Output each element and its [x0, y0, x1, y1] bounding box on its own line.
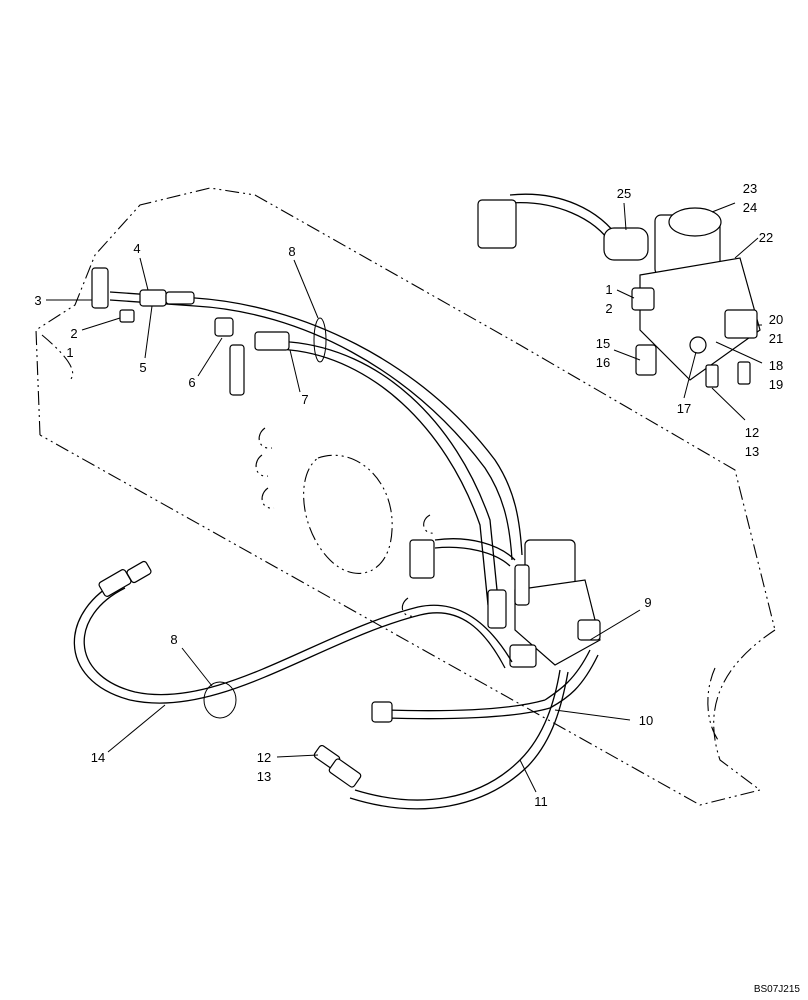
- callout-c13a: 13: [745, 444, 759, 459]
- elbow-pipe: [229, 344, 245, 396]
- callout-labels: 1 2 3 4 5 6 7 8 8 9 10 11 12 13 12 13 14…: [34, 181, 783, 809]
- leader-lines: [46, 202, 763, 793]
- hose-end-10: [371, 701, 393, 723]
- callout-c21: 21: [769, 331, 783, 346]
- callout-c18: 18: [769, 358, 783, 373]
- callout-c1b: 1: [605, 282, 612, 297]
- plug-small-upper: [689, 336, 707, 354]
- callout-c24: 24: [743, 200, 757, 215]
- elbow-14: [126, 560, 152, 584]
- callout-c2b: 2: [605, 301, 612, 316]
- callout-c7: 7: [301, 392, 308, 407]
- valve-body-upper: [639, 257, 761, 381]
- elbow-lower: [509, 644, 537, 668]
- callout-c19: 19: [769, 377, 783, 392]
- figure-code: BS07J215: [754, 984, 801, 995]
- valve-assembly-upper: [477, 193, 761, 388]
- callout-c4: 4: [133, 241, 140, 256]
- callout-c17: 17: [677, 401, 691, 416]
- elbow-fitting: [214, 317, 234, 337]
- callout-c12a: 12: [745, 425, 759, 440]
- callout-c10: 10: [639, 713, 653, 728]
- callout-c1a: 1: [66, 345, 73, 360]
- plug-lower: [577, 619, 601, 641]
- callout-c5: 5: [139, 360, 146, 375]
- hose-end-lower-b: [514, 564, 530, 606]
- callout-c22: 22: [759, 230, 773, 245]
- callout-c23: 23: [743, 181, 757, 196]
- hose-clamp-upper: [313, 317, 327, 363]
- frame-plate-outline: [35, 187, 776, 806]
- fitting-port-left: [635, 344, 657, 376]
- callout-c9: 9: [644, 595, 651, 610]
- callout-c11: 11: [534, 794, 548, 809]
- callout-c2a: 2: [70, 326, 77, 341]
- callout-c14: 14: [91, 750, 105, 765]
- fitting-upper: [631, 287, 655, 311]
- valve-assembly-lower: [409, 538, 601, 668]
- hose-clamp-lower: [203, 681, 237, 719]
- lower-hoses: [73, 560, 599, 810]
- hose-fitting: [139, 289, 167, 307]
- callout-c16: 16: [596, 355, 610, 370]
- hose-end-11: [328, 758, 362, 788]
- valve-body-lower: [514, 579, 601, 666]
- hose-fitting-b: [254, 331, 290, 351]
- callout-c8b: 8: [170, 632, 177, 647]
- callout-c20: 20: [769, 312, 783, 327]
- callout-c8a: 8: [288, 244, 295, 259]
- hose-end-lower-a: [487, 589, 507, 629]
- electrical-connector-lower: [409, 539, 435, 579]
- adapter-fitting: [119, 309, 135, 323]
- solenoid-nut-upper: [668, 207, 722, 237]
- hose-crimp: [165, 291, 195, 305]
- callout-c6: 6: [188, 375, 195, 390]
- solenoid-stem-upper: [603, 227, 649, 261]
- tee-fitting: [91, 267, 109, 309]
- plug-upper: [724, 309, 758, 339]
- callout-c3: 3: [34, 293, 41, 308]
- callout-c13b: 13: [257, 769, 271, 784]
- electrical-connector-upper: [477, 199, 517, 249]
- callout-c12b: 12: [257, 750, 271, 765]
- fitting-port-bottom: [705, 364, 719, 388]
- callout-c25: 25: [617, 186, 631, 201]
- fitting-port-right: [737, 361, 751, 385]
- callout-c15: 15: [596, 336, 610, 351]
- upper-hose-assembly: [91, 267, 523, 606]
